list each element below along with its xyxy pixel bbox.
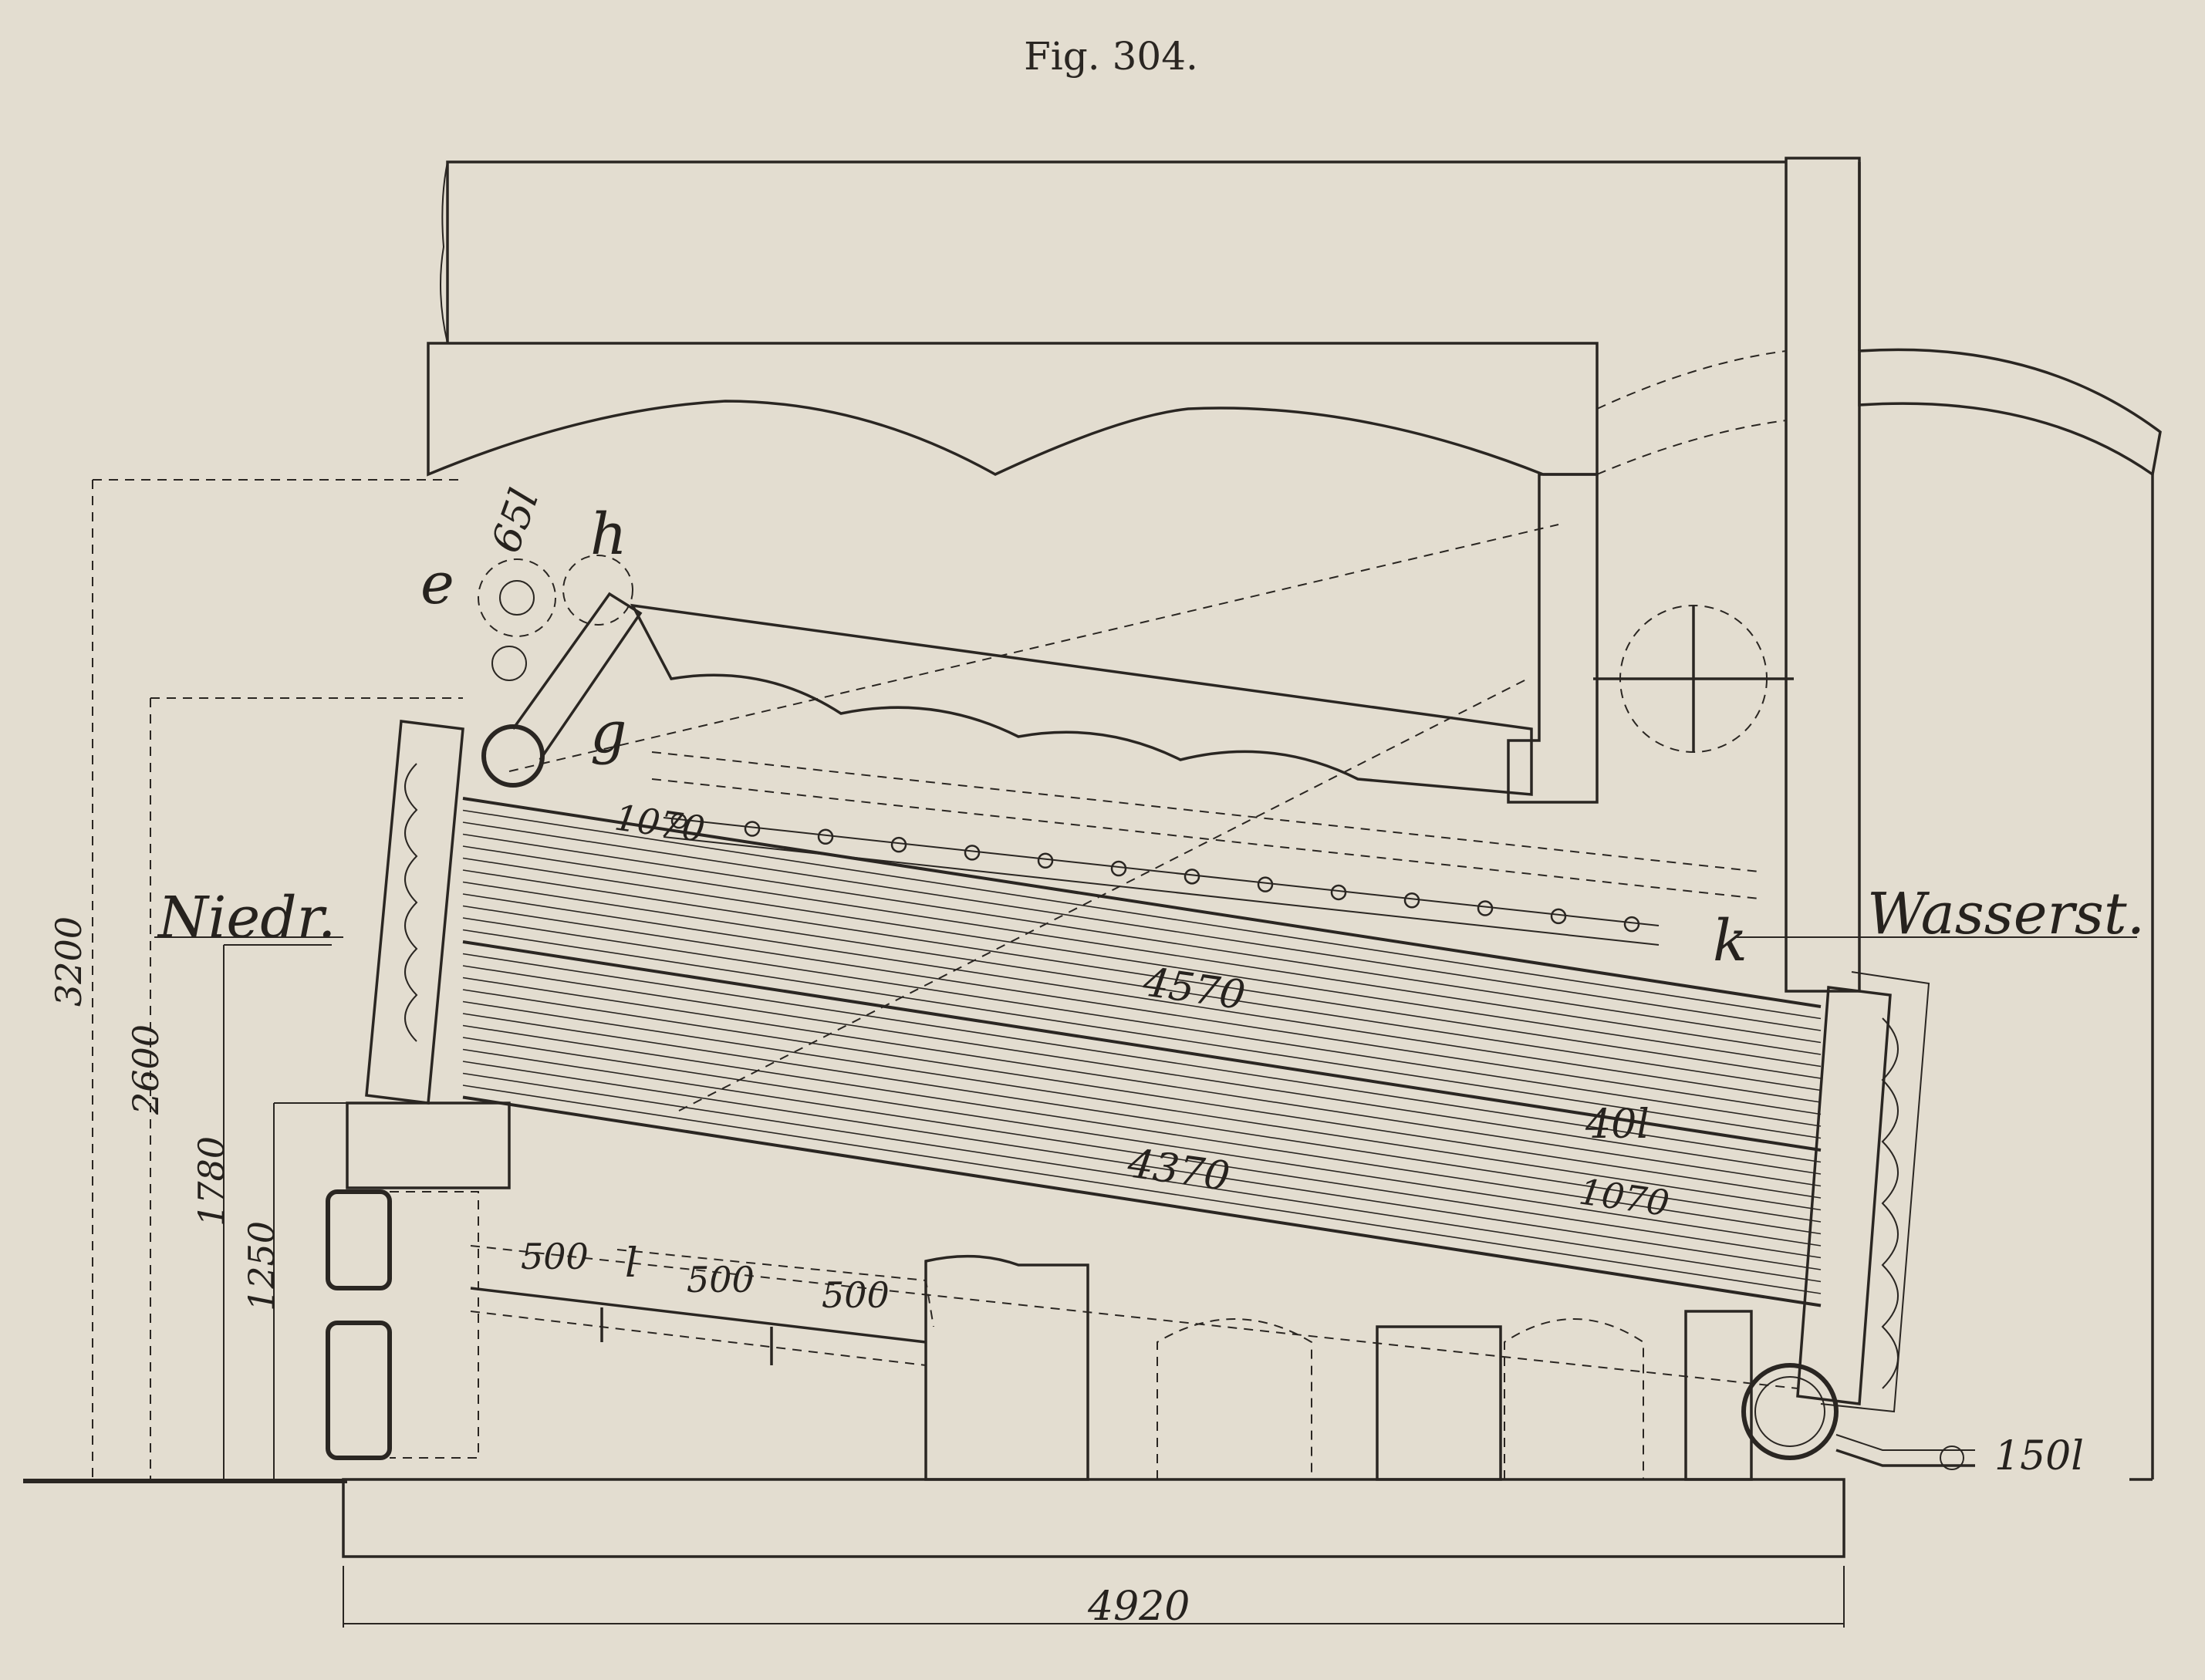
boiler-tube [462,1095,1822,1307]
pipe-fitting [817,828,834,845]
dim-height-3: 1780 [191,1136,232,1226]
boiler-tube [462,821,1822,1031]
boiler-tube [462,905,1822,1115]
pipe-fitting [670,812,687,829]
pipe-fitting [1110,860,1127,877]
label-low-water: Niedr. [157,885,336,951]
label-g: g [590,700,626,766]
grate [470,524,1798,1389]
boiler-tube [462,809,1822,1020]
boiler-tube [462,869,1822,1079]
boiler-tube [462,953,1822,1163]
damper [1593,605,1794,753]
dim-header-upper: 1070 [612,796,707,850]
arched-openings [1157,1318,1644,1479]
boiler-tube [462,965,1822,1175]
dim-grate-3: 500 [822,1274,890,1316]
label-h: h [590,501,627,568]
tube-bundle [462,797,1822,1307]
boiler-tube [462,881,1822,1091]
boiler-tube [462,929,1822,1139]
boiler-tube [462,989,1822,1199]
dim-tube-lower: 4370 [1124,1140,1232,1200]
boiler-tube [462,893,1822,1103]
boiler-tube [462,977,1822,1187]
dim-tube-upper: 4570 [1140,959,1248,1019]
figure-caption: Fig. 304. [1024,34,1198,79]
boiler-tube [462,857,1822,1068]
headers [365,720,1930,1413]
boiler-tube [462,797,1822,1008]
boiler-tube [462,1061,1822,1270]
casing-outline [440,160,2154,1481]
label-k: k [1713,908,1747,974]
pipe-fitting [1330,884,1347,901]
label-pipe-outlet: 150l [1994,1433,2084,1479]
boiler-tube [462,1013,1822,1223]
pipe-fitting [1623,916,1640,933]
outlet-pipe [1835,1434,1975,1470]
dim-grate-1: 500 [521,1236,589,1277]
boiler-tube [462,917,1822,1127]
dimension-lines [92,479,2137,1628]
dim-header-lower: 1070 [1576,1170,1671,1224]
label-e: e [420,551,454,617]
pipe-fitting [1037,852,1054,869]
dim-height-2: 2600 [125,1024,167,1115]
label-pipe-side: 40l [1585,1101,1650,1148]
pipe-fitting [1403,892,1420,909]
pipe-fitting [1550,908,1567,925]
pipe-fitting [890,836,907,853]
label-l: l [625,1240,638,1287]
top-connection [478,555,643,788]
boiler-tube [462,1085,1822,1294]
label-water-level: Wasserst. [1867,881,2145,947]
pipe-fitting [964,845,981,861]
boiler-tube [462,1024,1822,1235]
boiler-tube [462,833,1822,1044]
boiler-tube [462,940,1822,1152]
steam-pipes [651,751,1760,946]
pipe-fitting [1184,869,1200,885]
brickwork [342,157,2162,1558]
boiler-tube [462,1000,1822,1211]
mud-drum [1741,1363,1839,1460]
dim-width-total: 4920 [1087,1584,1190,1630]
label-pipe-top: 65l [483,483,549,558]
boiler-tube [462,1048,1822,1259]
firing-doors [326,1189,479,1460]
pipe-fitting [1257,876,1274,892]
dim-height-total: 3200 [48,916,89,1007]
boiler-tube [462,1072,1822,1283]
boiler-tube [462,1037,1822,1247]
dim-height-4: 1250 [241,1221,282,1311]
pipe-fitting [744,821,761,837]
boiler-tube [462,845,1822,1055]
pipe-fitting [1477,900,1494,916]
dim-grate-2: 500 [687,1259,755,1300]
